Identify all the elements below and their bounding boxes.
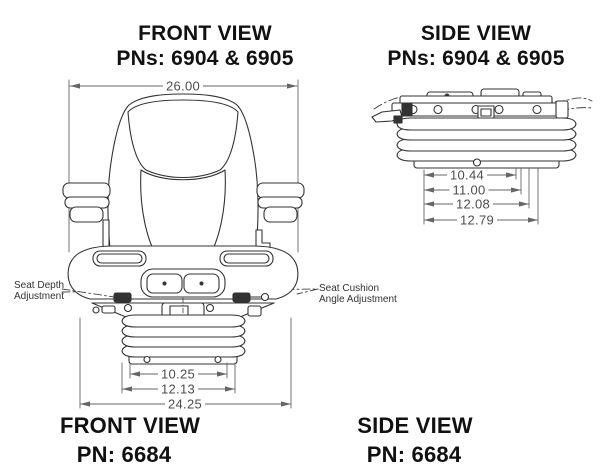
front-dim-bellows-inner-width: 10.25 xyxy=(157,367,199,381)
front-dim-bellows-outer-width: 12.13 xyxy=(157,382,199,396)
seat-headrest xyxy=(127,99,239,178)
front-dim-overall-width: 26.00 xyxy=(162,79,204,93)
seat-cushion-angle-callout: Seat Cushion Angle Adjustment xyxy=(319,283,397,305)
callout-leaders xyxy=(61,288,319,298)
side-dim-4: 12.79 xyxy=(456,213,498,227)
front-top-pn-label: PNs: 6904 & 6905 xyxy=(116,47,294,70)
seat-depth-adjustment-line2: Adjustment xyxy=(14,291,65,302)
side-dim-1: 10.44 xyxy=(446,168,488,182)
side-dim-3: 12.08 xyxy=(452,197,494,211)
cushion-front-panel xyxy=(140,268,226,298)
seat-depth-adjustment-callout: Seat Depth Adjustment xyxy=(14,280,64,302)
bellows-side xyxy=(396,117,577,169)
front-bottom-view-title: FRONT VIEW xyxy=(59,413,201,438)
cushion-slots xyxy=(92,250,274,267)
side-dim-2: 11.00 xyxy=(449,183,489,197)
bellows-front xyxy=(121,314,246,365)
seat-rail-mechanism xyxy=(371,88,569,124)
seat-cushion-angle-line2: Angle Adjustment xyxy=(319,294,397,305)
side-top-pn-label: PNs: 6904 & 6905 xyxy=(387,47,565,70)
side-bottom-view-title: SIDE VIEW xyxy=(357,413,473,438)
seat-cushion-angle-line1: Seat Cushion xyxy=(319,283,380,294)
front-dim-base-width: 24.25 xyxy=(164,397,206,411)
side-top-view-title: SIDE VIEW xyxy=(420,22,532,45)
side-bottom-pn-label: PN: 6684 xyxy=(366,442,462,467)
front-top-view-title: FRONT VIEW xyxy=(138,22,272,45)
armrest-right xyxy=(255,182,305,256)
front-view-drawing xyxy=(61,79,319,409)
armrest-left xyxy=(62,182,111,257)
suspension-frame xyxy=(91,292,275,319)
front-bottom-pn-label: PN: 6684 xyxy=(76,442,172,467)
seat-depth-adjustment-line1: Seat Depth xyxy=(14,280,65,291)
